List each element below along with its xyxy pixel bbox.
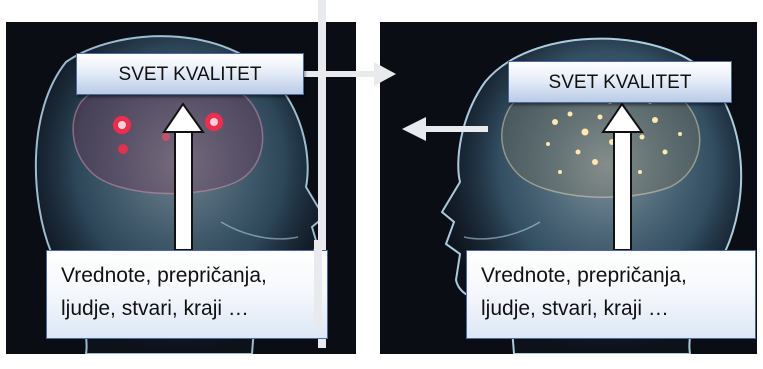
left-contents-box: Vrednote, prepričanja, ljudje, stvari, k…	[46, 250, 328, 339]
arrow-icon-up-left	[164, 104, 203, 250]
arrow-icon-left	[402, 117, 488, 141]
left-quality-world-label: SVET KVALITET	[119, 64, 262, 85]
left-contents-line-2: ljudje, stvari, kraji …	[61, 292, 327, 325]
arrow-icon-up-right	[603, 104, 642, 250]
arrow-icon-right	[300, 62, 396, 86]
right-contents-box: Vrednote, prepričanja, ljudje, stvari, k…	[466, 250, 756, 339]
right-quality-world-box: SVET KVALITET	[508, 61, 732, 103]
left-quality-world-box: SVET KVALITET	[76, 53, 304, 95]
divider-overlap	[314, 240, 322, 326]
right-quality-world-label: SVET KVALITET	[549, 72, 692, 93]
right-contents-line-1: Vrednote, prepričanja,	[481, 259, 755, 292]
right-contents-line-2: ljudje, stvari, kraji …	[481, 292, 755, 325]
top-divider-stub	[318, 0, 326, 22]
left-contents-line-1: Vrednote, prepričanja,	[61, 259, 327, 292]
